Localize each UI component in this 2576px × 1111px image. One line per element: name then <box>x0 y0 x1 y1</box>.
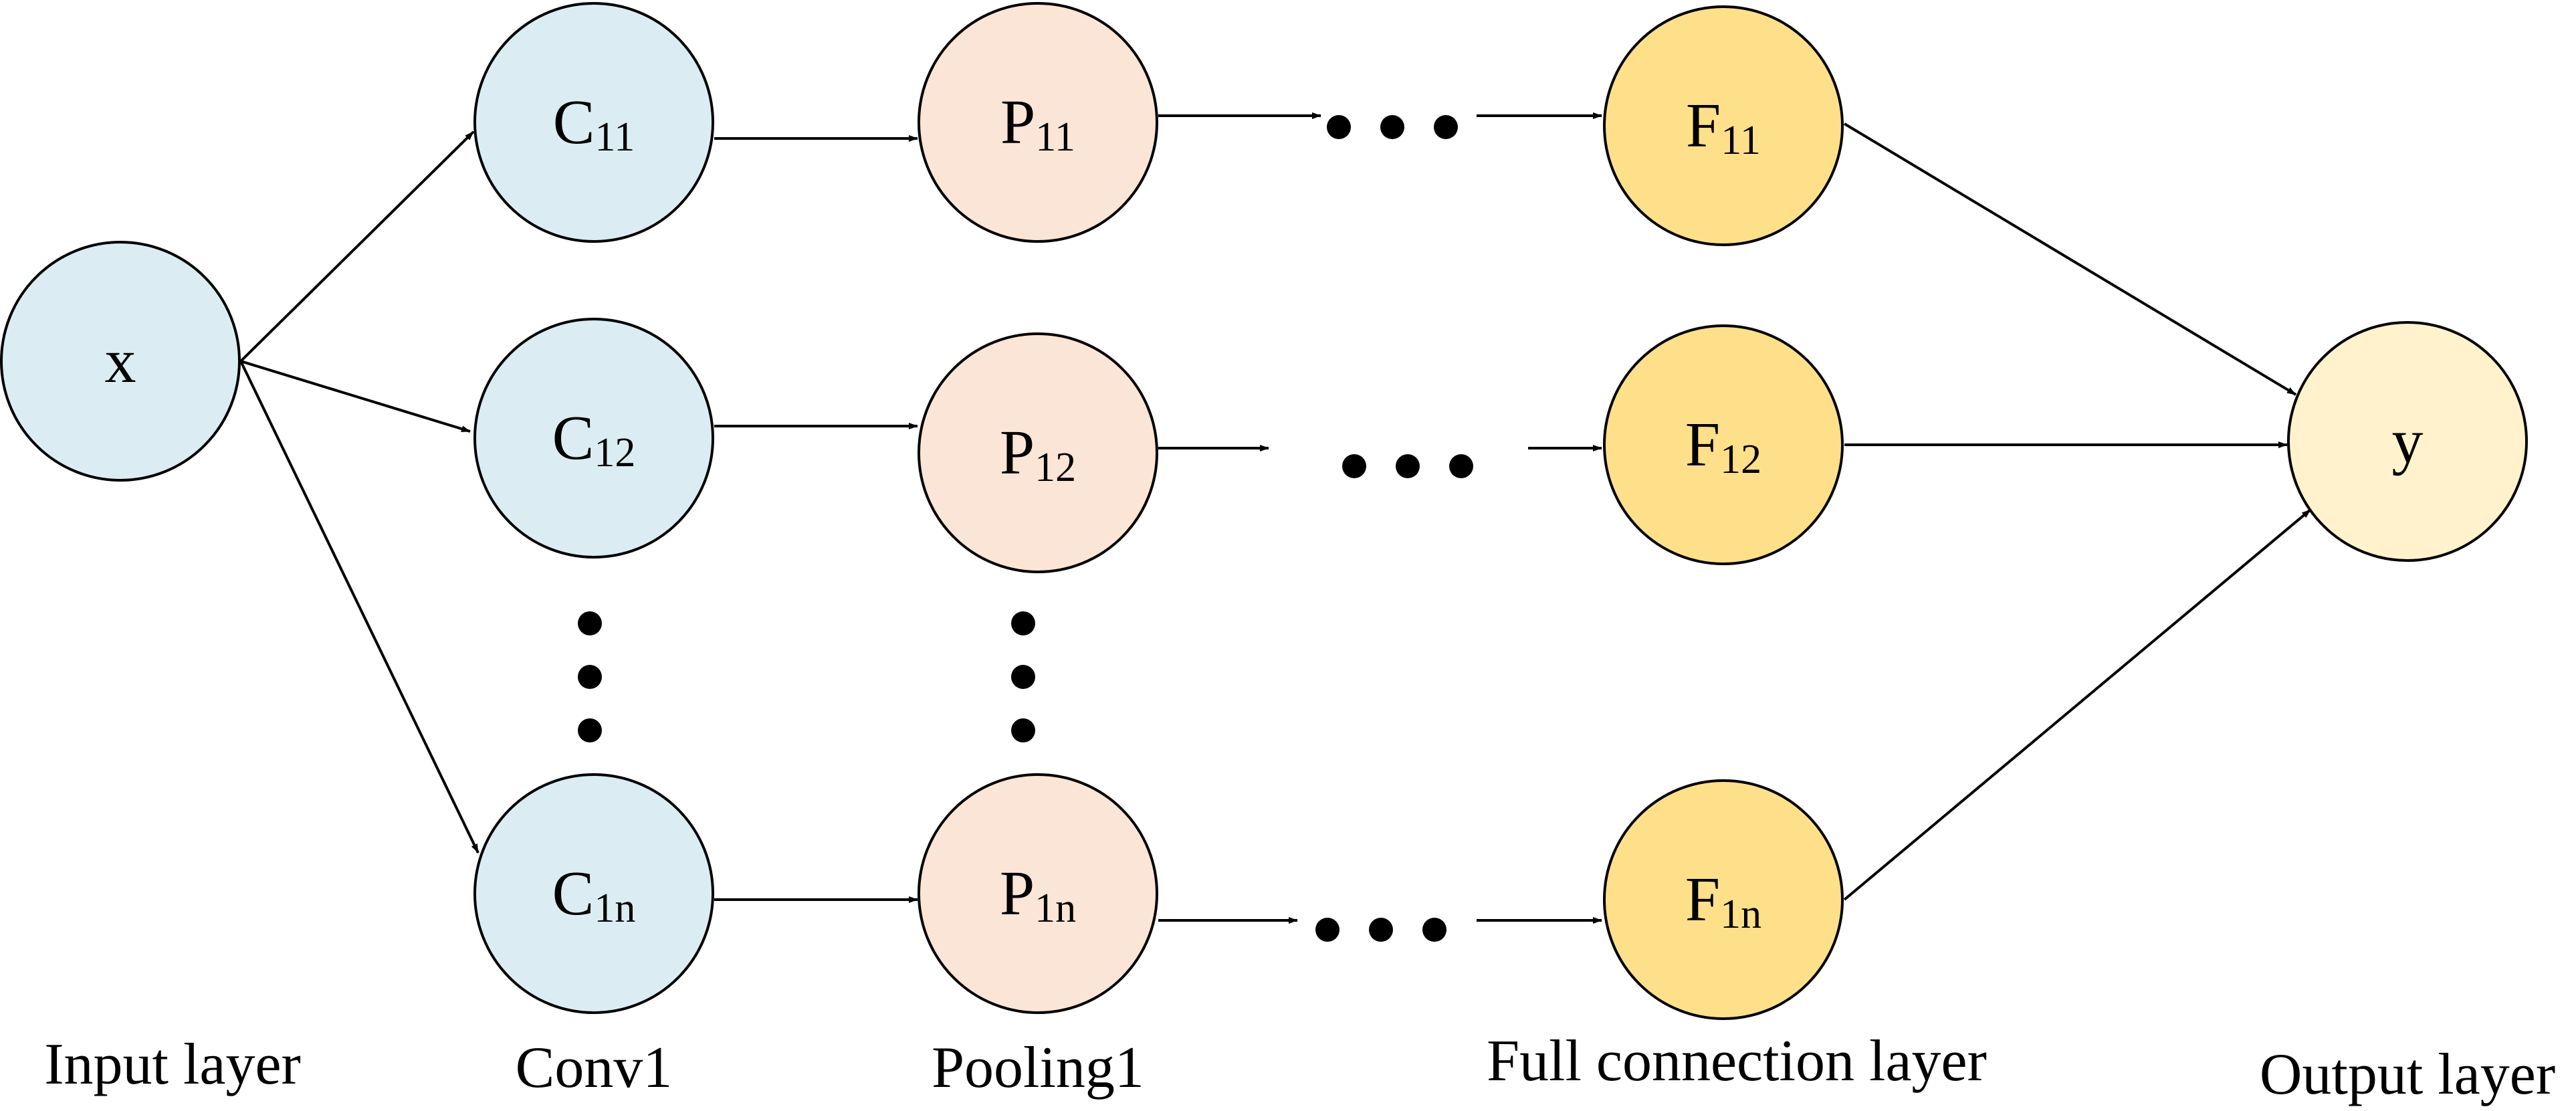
node-f1n-circle <box>1603 779 1844 1020</box>
node-x-label: x <box>105 326 136 396</box>
ellipsis-dot <box>578 665 602 689</box>
node-f11: F11 <box>1603 5 1844 246</box>
ellipsis-row1 <box>1327 115 1458 139</box>
node-c12-label: C12 <box>552 403 636 476</box>
node-y-circle <box>2287 321 2528 562</box>
ellipsis-dot <box>1011 718 1035 742</box>
node-c1n-label: C1n <box>552 859 636 931</box>
ellipsis-dot <box>1011 665 1035 689</box>
node-p11: P11 <box>918 2 1158 243</box>
layer-label-pooling: Pooling1 <box>932 1035 1144 1100</box>
ellipsis-dot <box>1011 611 1035 635</box>
ellipsis-dot <box>1369 918 1393 942</box>
ellipsis-dot <box>578 611 602 635</box>
ellipsis-pool-vertical <box>1011 611 1035 742</box>
node-p11-circle <box>918 2 1158 243</box>
ellipsis-conv-vertical <box>578 611 602 742</box>
ellipsis-dot <box>1422 918 1446 942</box>
node-c1n-circle <box>473 773 714 1014</box>
ellipsis-dot <box>1449 454 1473 478</box>
ellipsis-dot <box>1396 454 1420 478</box>
node-y: y <box>2287 321 2528 562</box>
node-f1n: F1n <box>1603 779 1844 1020</box>
node-c11-label: C11 <box>553 88 635 160</box>
ellipsis-dot <box>1342 454 1366 478</box>
ellipsis-row2 <box>1342 454 1473 478</box>
node-f11-circle <box>1603 5 1844 246</box>
node-f12-circle <box>1603 324 1844 565</box>
node-c11-circle <box>473 2 714 243</box>
layer-label-conv: Conv1 <box>516 1035 673 1100</box>
node-x-circle <box>0 241 241 482</box>
node-c12: C12 <box>473 318 714 559</box>
node-y-label: y <box>2392 407 2424 476</box>
ellipsis-dot <box>1434 115 1458 139</box>
node-p12: P12 <box>918 332 1158 573</box>
ellipsis-row3 <box>1315 918 1446 942</box>
node-c1n: C1n <box>473 773 714 1014</box>
edge-f11-to-y <box>1843 122 2297 396</box>
node-p1n-circle <box>918 773 1158 1014</box>
node-c12-circle <box>473 318 714 559</box>
node-p1n-label: P1n <box>1000 859 1076 931</box>
ellipsis-dot <box>1315 918 1339 942</box>
edge-x-to-c1n <box>239 361 479 853</box>
node-p11-label: P11 <box>1000 88 1075 160</box>
ellipsis-dot <box>578 718 602 742</box>
node-x: x <box>0 241 241 482</box>
node-c11: C11 <box>473 2 714 243</box>
node-p12-label: P12 <box>1000 418 1076 490</box>
node-f12: F12 <box>1603 324 1844 565</box>
node-f12-label: F12 <box>1685 410 1761 482</box>
layer-label-output: Output layer <box>2260 1042 2555 1107</box>
node-p1n: P1n <box>918 773 1158 1014</box>
edge-f1n-to-y <box>1843 508 2312 901</box>
node-f11-label: F11 <box>1686 91 1761 163</box>
ellipsis-dot <box>1380 115 1404 139</box>
layer-label-input: Input layer <box>44 1032 301 1097</box>
layer-label-full-connection: Full connection layer <box>1487 1029 1987 1094</box>
node-f1n-label: F1n <box>1685 865 1761 937</box>
edge-x-to-c12 <box>240 360 471 433</box>
node-p12-circle <box>918 332 1158 573</box>
ellipsis-dot <box>1327 115 1351 139</box>
edge-x-to-c11 <box>239 130 475 363</box>
